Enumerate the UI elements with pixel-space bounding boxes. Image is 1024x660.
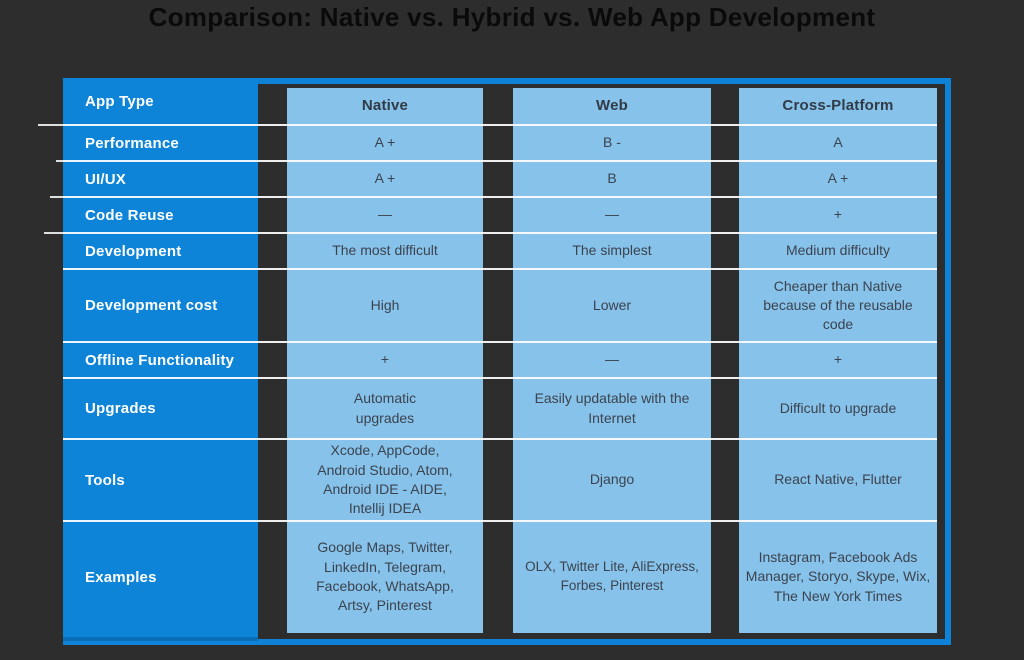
- cell-text: +: [833, 351, 843, 368]
- cell-code-reuse-web: —: [513, 197, 711, 233]
- row-label-upgrades: Upgrades: [85, 400, 156, 417]
- cell-text: —: [605, 206, 619, 223]
- page-title: Comparison: Native vs. Hybrid vs. Web Ap…: [148, 2, 876, 32]
- cell-text: Lower: [592, 296, 632, 313]
- cell-text: —: [378, 206, 392, 223]
- row-divider: [63, 438, 937, 440]
- cell-text: Django: [589, 471, 635, 488]
- cell-uiux-web: B: [513, 161, 711, 197]
- cell-tools-cp: React Native, Flutter: [739, 439, 937, 521]
- cell-upgrades-web: Easily updatable with the Internet: [513, 378, 711, 439]
- cell-text: Automatic upgrades: [353, 390, 417, 426]
- cell-text: The simplest: [572, 242, 652, 259]
- cell-development-web: The simplest: [513, 233, 711, 269]
- column-cross-platform: Cross-Platform A A + + Medium difficulty…: [739, 88, 937, 633]
- row-divider: [63, 160, 937, 162]
- cell-text: +: [833, 206, 843, 223]
- row-divider: [63, 341, 937, 343]
- cell-text: The most difficult: [332, 242, 438, 259]
- column-native: Native A + A + — The most difficult High…: [287, 88, 483, 633]
- cell-text: —: [605, 351, 619, 368]
- cell-text: React Native, Flutter: [774, 471, 902, 488]
- cell-tools-native: Xcode, AppCode, Android Studio, Atom, An…: [287, 439, 483, 521]
- row-divider: [63, 377, 937, 379]
- column-header-cross-platform: Cross-Platform: [739, 88, 937, 125]
- cell-text: +: [380, 351, 390, 368]
- corner-label: App Type: [85, 93, 154, 110]
- cell-upgrades-cp: Difficult to upgrade: [739, 378, 937, 439]
- row-divider: [63, 520, 937, 522]
- cell-devcost-cp: Cheaper than Native because of the reusa…: [739, 269, 937, 342]
- row-label-development: Development: [85, 242, 182, 260]
- cell-tools-web: Django: [513, 439, 711, 521]
- cell-offline-native: +: [287, 342, 483, 378]
- cell-text: B -: [603, 134, 621, 151]
- cell-text: Cheaper than Native because of the reusa…: [763, 277, 913, 333]
- cell-examples-cp: Instagram, Facebook Ads Manager, Storyo,…: [739, 521, 937, 633]
- cell-code-reuse-native: —: [287, 197, 483, 233]
- left-tick-mark: [50, 196, 63, 198]
- left-tick-mark: [38, 124, 63, 126]
- column-web: Web B - B — The simplest Lower — Easily …: [513, 88, 711, 633]
- cell-text: A: [833, 134, 843, 151]
- cell-devcost-web: Lower: [513, 269, 711, 342]
- cell-text: A +: [374, 134, 396, 151]
- cell-text: Instagram, Facebook Ads Manager, Storyo,…: [745, 549, 931, 604]
- cell-development-native: The most difficult: [287, 233, 483, 269]
- cell-text: Difficult to upgrade: [779, 399, 897, 416]
- cell-offline-cp: +: [739, 342, 937, 378]
- cell-uiux-native: A +: [287, 161, 483, 197]
- row-label-offline: Offline Functionality: [85, 351, 235, 369]
- cell-examples-native: Google Maps, Twitter, LinkedIn, Telegram…: [287, 521, 483, 633]
- cell-text: OLX, Twitter Lite, AliExpress, Forbes, P…: [525, 559, 699, 593]
- column-header-web: Web: [513, 88, 711, 125]
- cell-text: A +: [374, 170, 396, 187]
- row-label-development-cost: Development cost: [85, 297, 218, 314]
- cell-text: A +: [827, 170, 849, 187]
- cell-devcost-native: High: [287, 269, 483, 342]
- row-divider: [63, 196, 937, 198]
- cell-performance-cp: A: [739, 125, 937, 161]
- row-header-column: App Type Performance UI/UX Code Reuse De…: [63, 78, 258, 641]
- left-tick-mark: [56, 160, 63, 162]
- cell-code-reuse-cp: +: [739, 197, 937, 233]
- cell-offline-web: —: [513, 342, 711, 378]
- cell-performance-native: A +: [287, 125, 483, 161]
- cell-performance-web: B -: [513, 125, 711, 161]
- row-label-uiux: UI/UX: [85, 170, 127, 188]
- row-label-examples: Examples: [85, 568, 157, 586]
- cell-text: High: [370, 296, 400, 313]
- cell-text: B: [607, 170, 617, 187]
- cell-text: Easily updatable with the Internet: [534, 390, 690, 426]
- row-label-performance: Performance: [85, 134, 179, 152]
- row-label-code-reuse: Code Reuse: [85, 206, 174, 224]
- cell-upgrades-native: Automatic upgrades: [287, 378, 483, 439]
- row-divider: [63, 268, 937, 270]
- cell-examples-web: OLX, Twitter Lite, AliExpress, Forbes, P…: [513, 521, 711, 633]
- left-tick-mark: [44, 232, 63, 234]
- cell-uiux-cp: A +: [739, 161, 937, 197]
- cell-text: Xcode, AppCode, Android Studio, Atom, An…: [317, 442, 453, 517]
- row-divider: [63, 232, 937, 234]
- row-label-tools: Tools: [85, 471, 125, 489]
- cell-development-cp: Medium difficulty: [739, 233, 937, 269]
- column-header-native: Native: [287, 88, 483, 125]
- cell-text: Google Maps, Twitter, LinkedIn, Telegram…: [316, 539, 454, 614]
- cell-text: Medium difficulty: [785, 242, 890, 259]
- row-divider: [63, 124, 937, 126]
